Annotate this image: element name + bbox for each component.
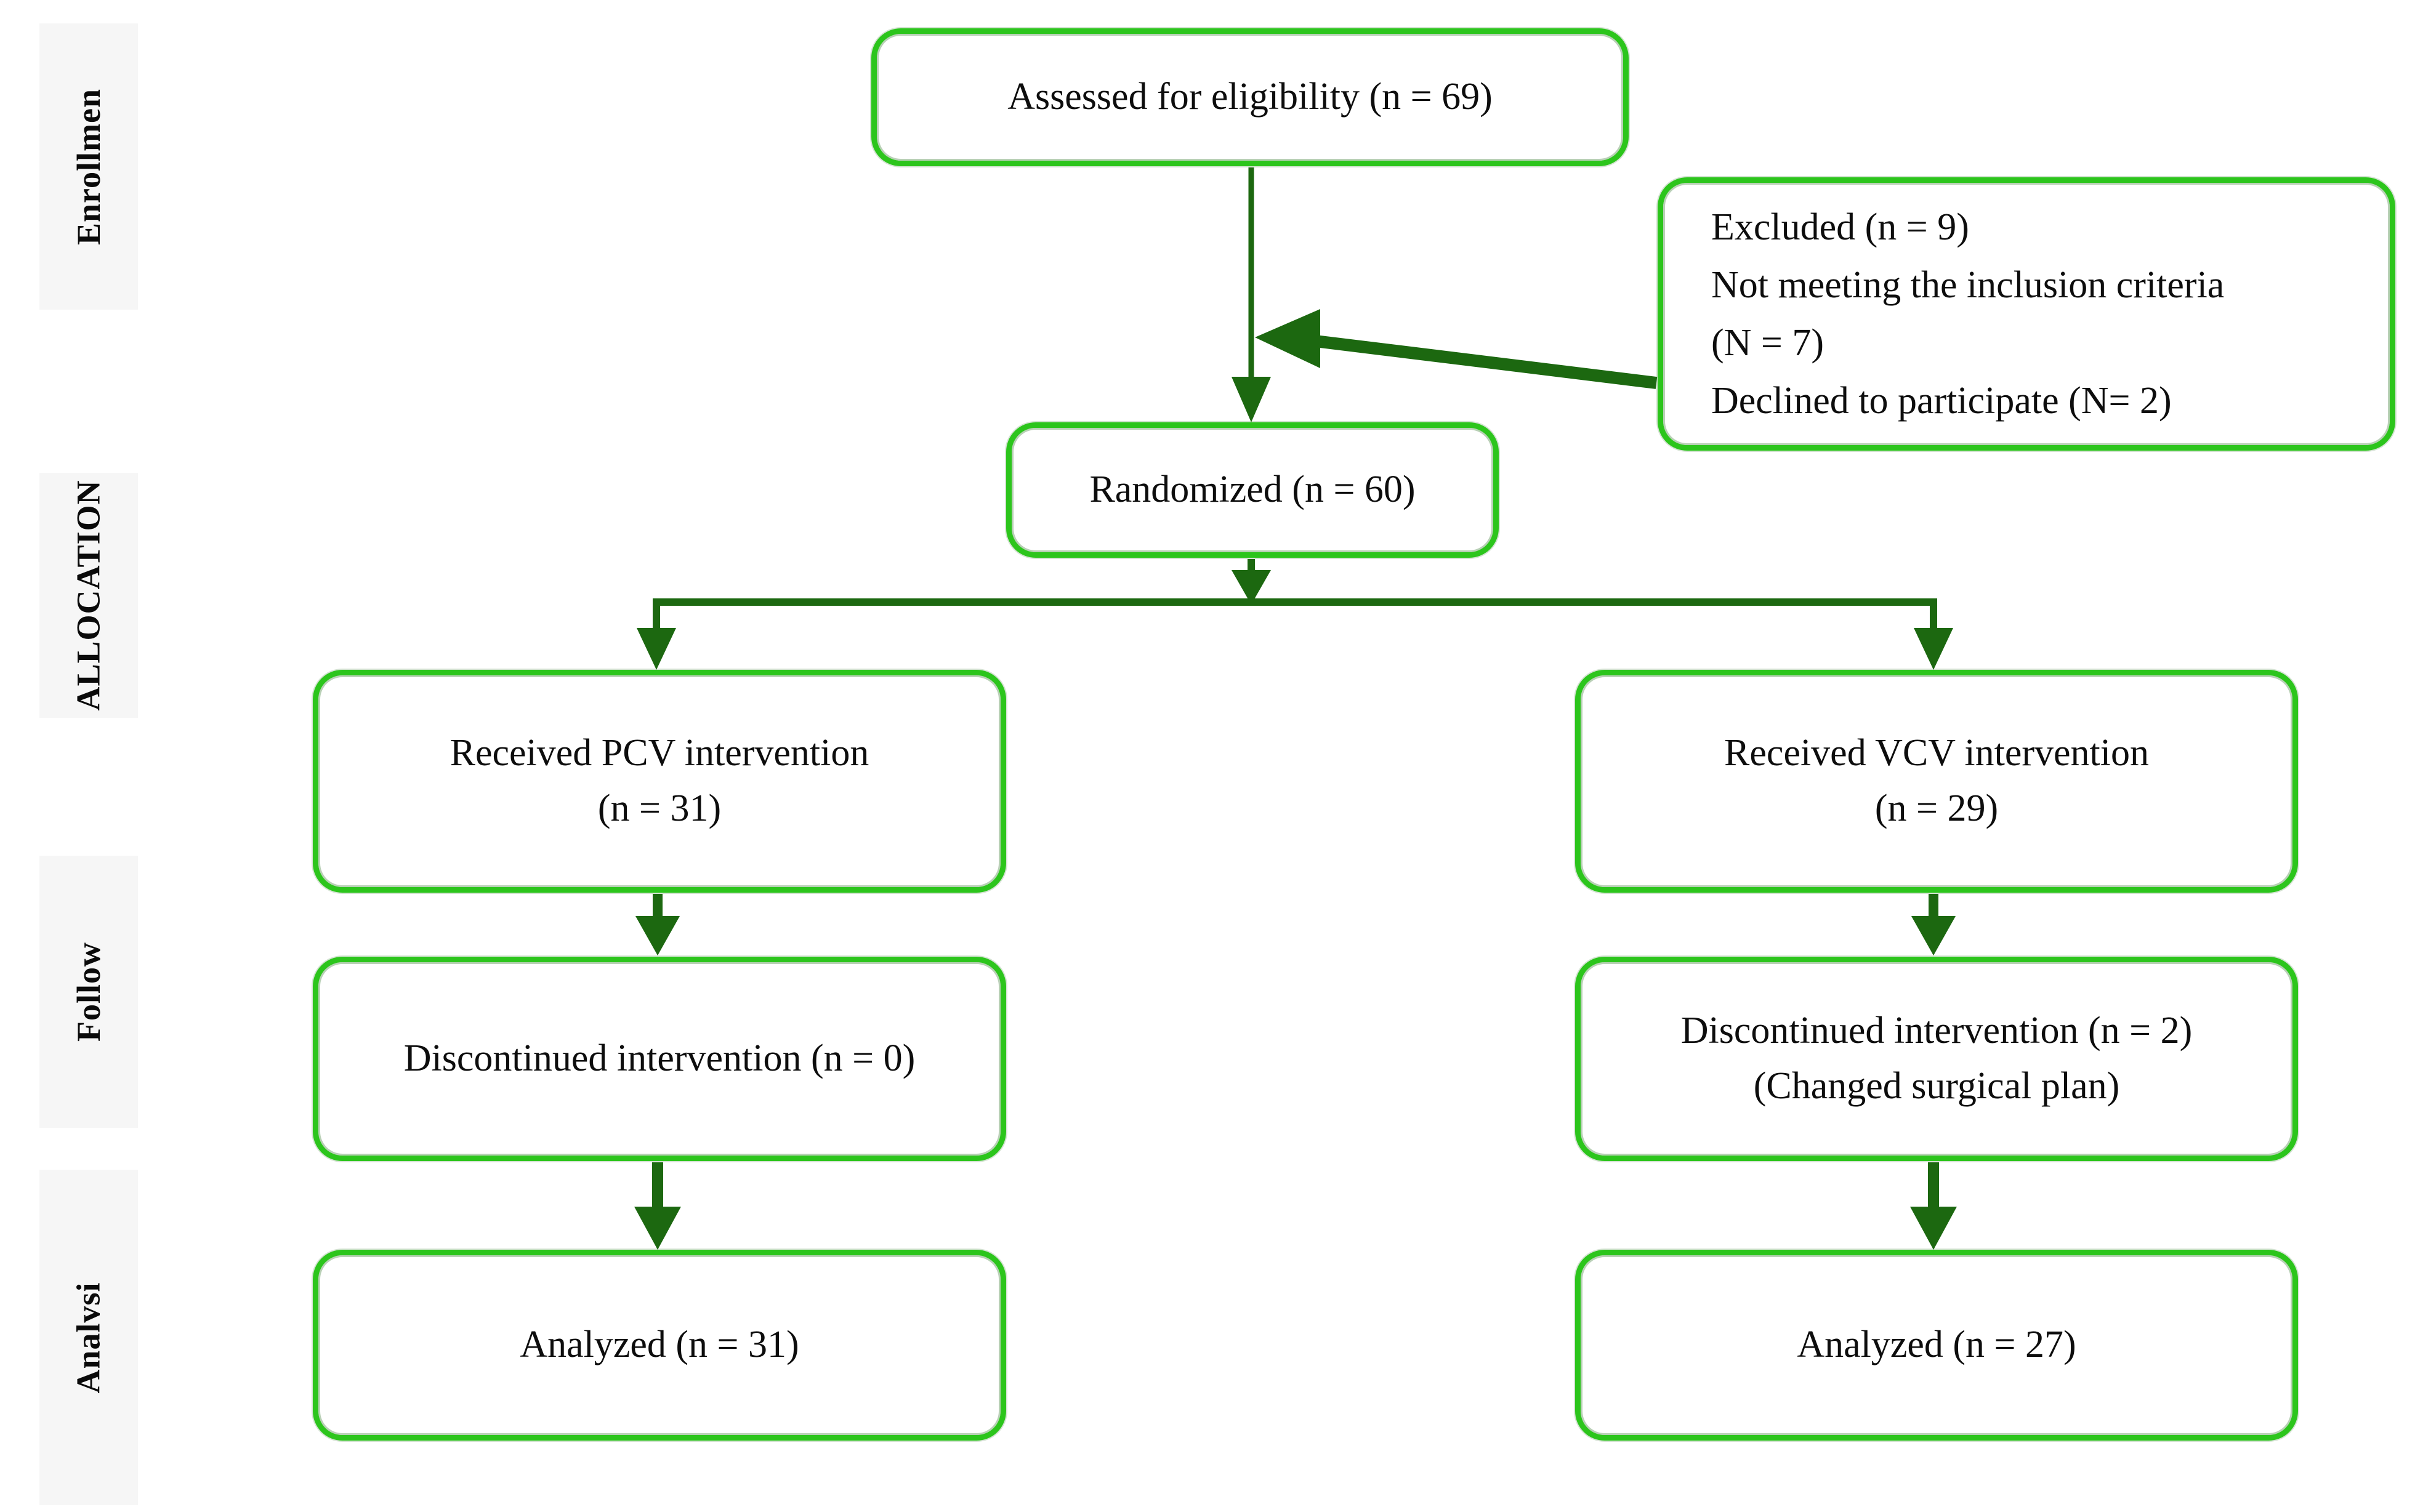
- arrow-randomized-to-branch: [1232, 559, 1271, 605]
- sidebar-section-analysis: Analvsi: [39, 1170, 138, 1505]
- node-assessed: Assessed for eligibility (n = 69): [871, 28, 1629, 166]
- node-randomized-text: Randomized (n = 60): [1089, 468, 1416, 511]
- arrow-received-to-discontinued-pcv: [635, 894, 680, 955]
- node-randomized: Randomized (n = 60): [1006, 422, 1499, 558]
- node-discontinued-pcv: Discontinued intervention (n = 0): [313, 957, 1006, 1161]
- node-received-vcv-line: Received VCV intervention: [1724, 732, 2149, 774]
- sidebar-section-enrollment: Enrollmen: [39, 23, 138, 310]
- node-received-pcv: Received PCV intervention (n = 31): [313, 670, 1006, 893]
- node-excluded-line: Not meeting the inclusion criteria: [1711, 263, 2225, 306]
- sidebar-section-allocation: ALLOCATION: [39, 473, 138, 718]
- node-received-vcv: Received VCV intervention (n = 29): [1575, 670, 2298, 893]
- node-analyzed-vcv-text: Analyzed (n = 27): [1797, 1324, 2076, 1366]
- node-discontinued-vcv-line: Discontinued intervention (n = 2): [1680, 1010, 2193, 1052]
- arrow-branch-to-received-pcv: [637, 598, 676, 670]
- sidebar-label-enrollment: Enrollmen: [70, 88, 107, 245]
- sidebar-label-analysis: Analvsi: [70, 1281, 107, 1394]
- node-analyzed-pcv-text: Analyzed (n = 31): [520, 1324, 799, 1366]
- node-received-pcv-line: (n = 31): [597, 787, 722, 829]
- node-analyzed-pcv: Analyzed (n = 31): [313, 1250, 1006, 1441]
- node-discontinued-pcv-text: Discontinued intervention (n = 0): [403, 1037, 916, 1080]
- arrow-discontinued-to-analyzed-vcv: [1910, 1162, 1957, 1250]
- arrow-excluded-to-mainline: [1255, 309, 1658, 389]
- node-excluded: Excluded (n = 9) Not meeting the inclusi…: [1658, 177, 2395, 451]
- arrow-assessed-to-randomized: [1232, 167, 1271, 422]
- node-discontinued-vcv-line: (Changed surgical plan): [1753, 1065, 2120, 1107]
- node-excluded-line: Excluded (n = 9): [1711, 206, 1969, 248]
- arrow-discontinued-to-analyzed-pcv: [634, 1162, 681, 1250]
- sidebar-label-allocation: ALLOCATION: [70, 480, 107, 711]
- node-excluded-line: (N = 7): [1711, 322, 1824, 364]
- node-discontinued-vcv: Discontinued intervention (n = 2) (Chang…: [1575, 957, 2298, 1161]
- node-received-vcv-line: (n = 29): [1874, 787, 1999, 829]
- arrow-branch-to-received-vcv: [1914, 598, 1953, 670]
- arrow-received-to-discontinued-vcv: [1911, 894, 1956, 955]
- sidebar-section-follow: Follow: [39, 856, 138, 1128]
- sidebar-label-follow: Follow: [70, 942, 107, 1042]
- node-received-pcv-line: Received PCV intervention: [450, 732, 869, 774]
- node-analyzed-vcv: Analyzed (n = 27): [1575, 1250, 2298, 1441]
- node-excluded-line: Declined to participate (N= 2): [1711, 380, 2172, 422]
- node-assessed-text: Assessed for eligibility (n = 69): [1007, 76, 1493, 118]
